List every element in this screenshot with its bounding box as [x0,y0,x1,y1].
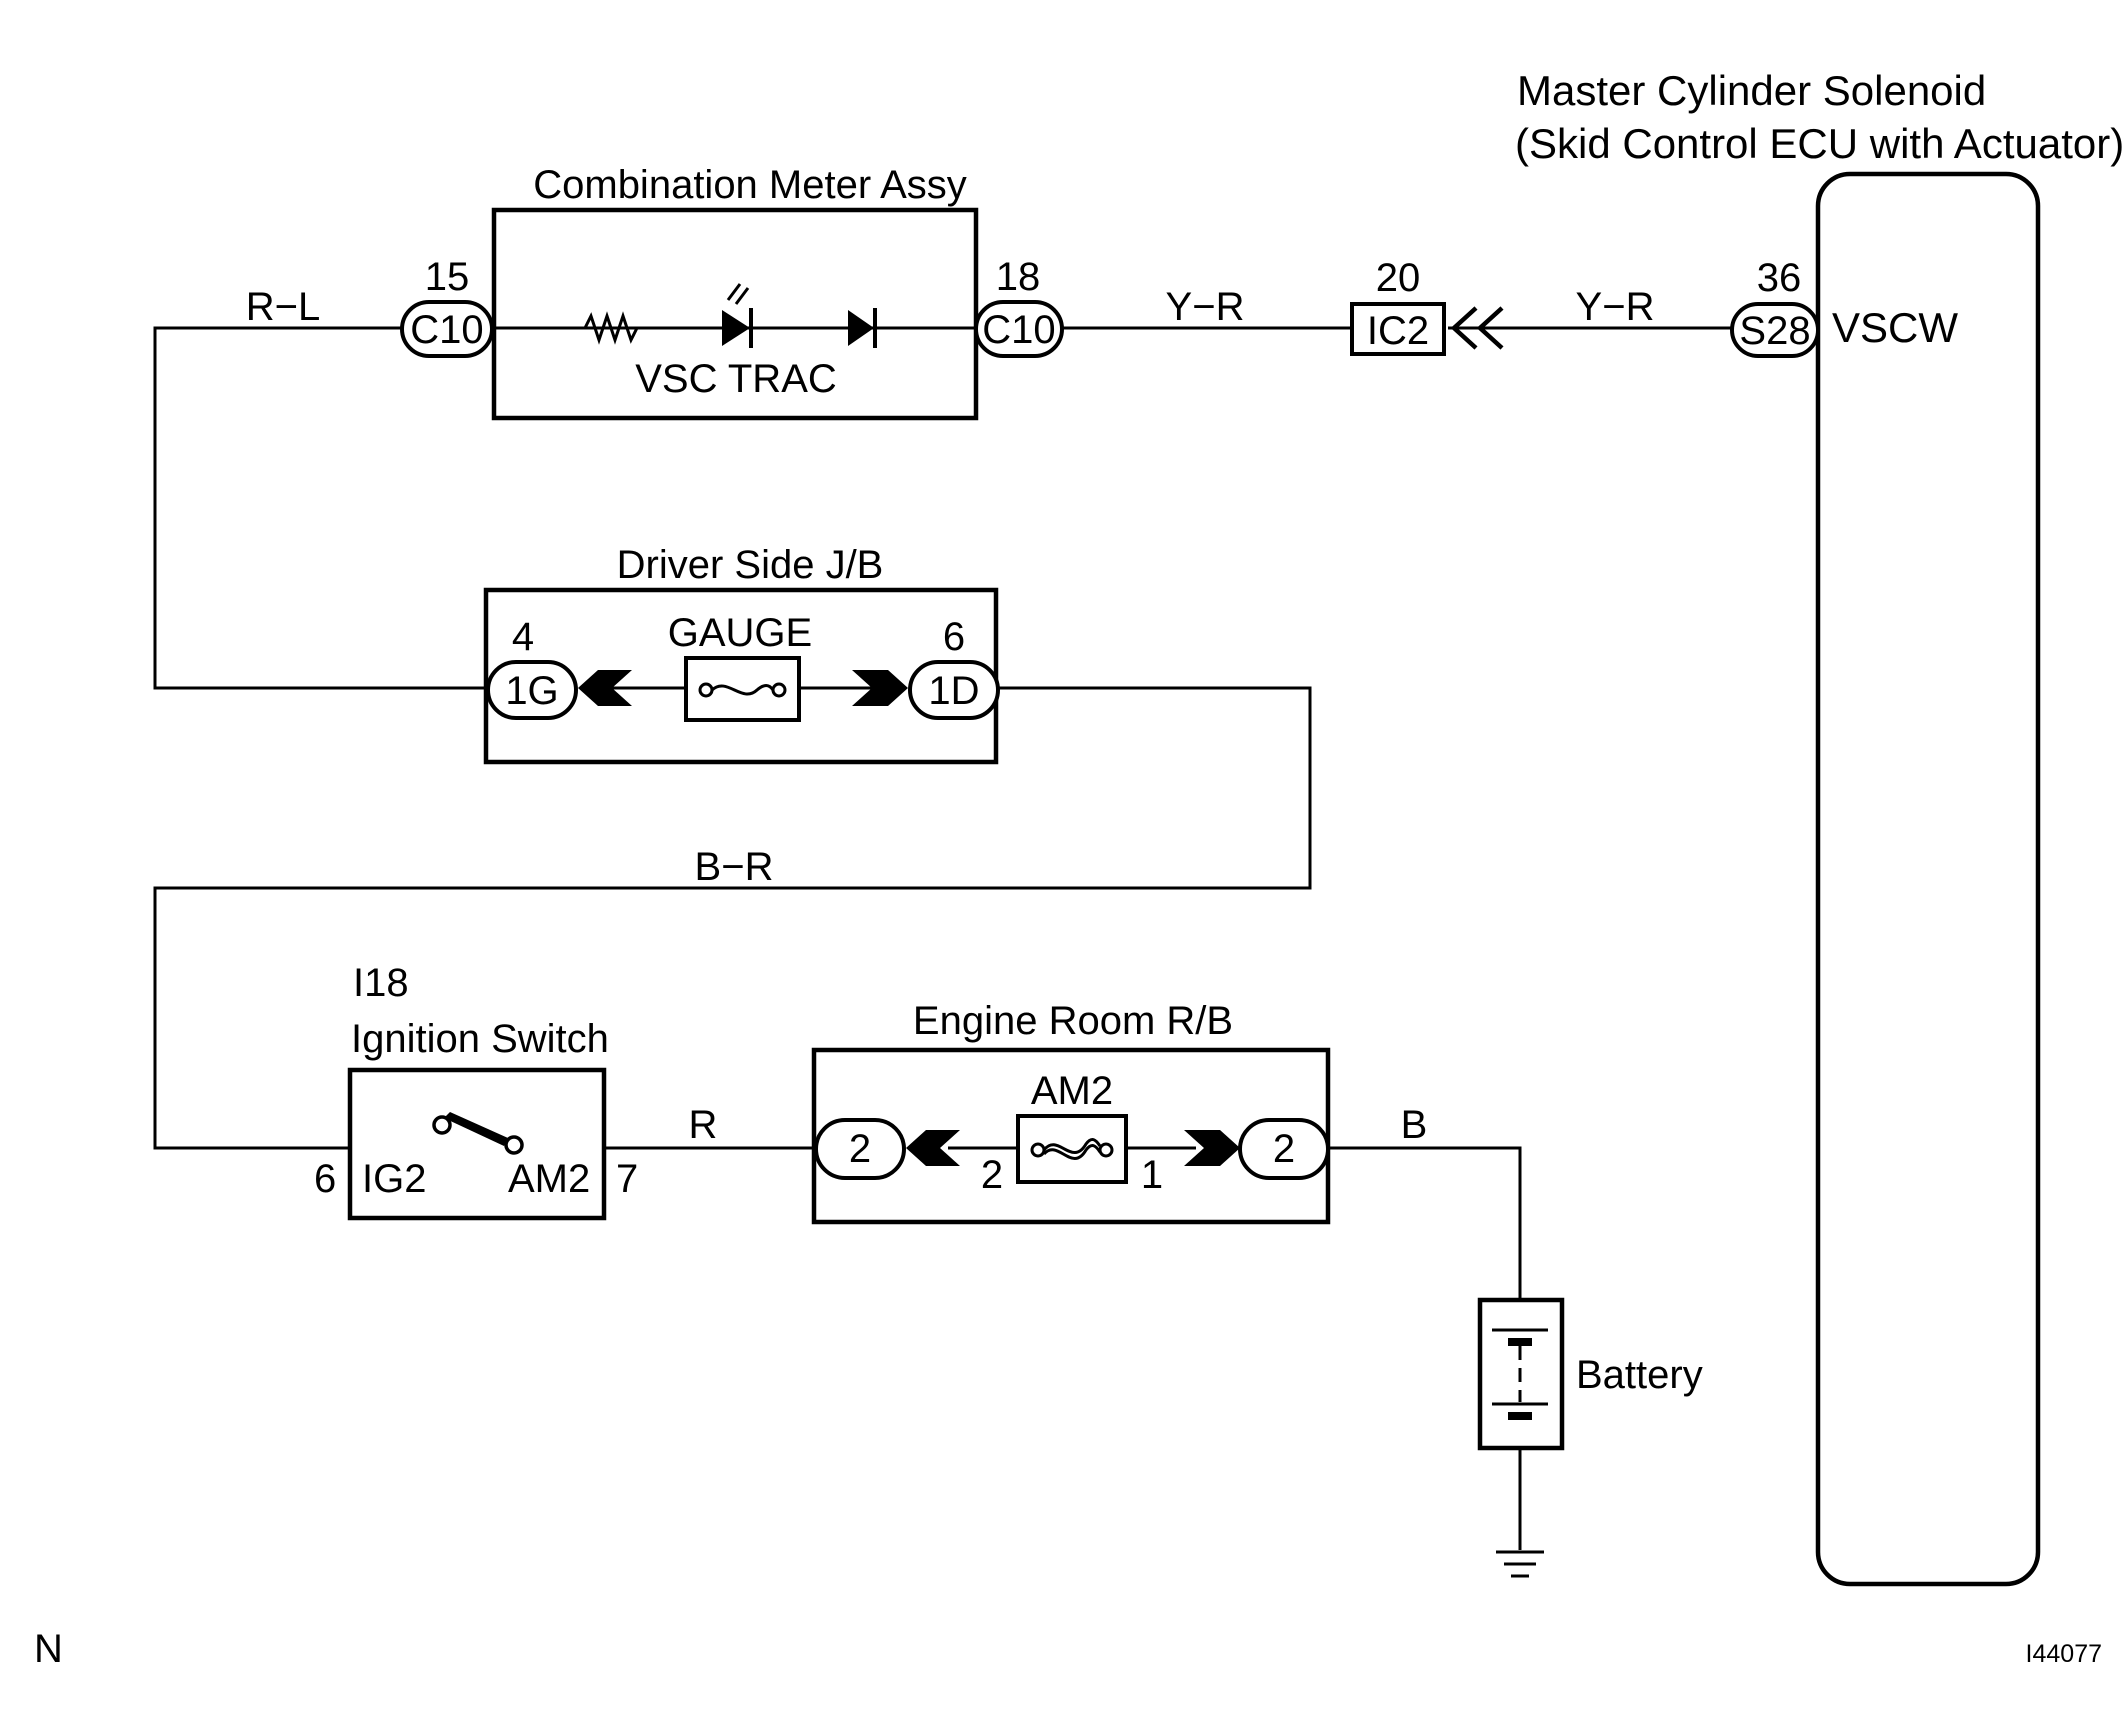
wire-rl [153,326,488,690]
ground-symbol [1496,1550,1544,1578]
wire-br [153,686,1312,1150]
ignition-switch: I18 Ignition Switch IG2 AM2 6 7 [314,961,638,1221]
connector-jb-1d-pin: 6 [943,615,965,659]
meter-indicator-label: VSC TRAC [635,357,837,401]
battery: Battery [1477,1297,1703,1451]
ignition-switch-code: I18 [353,961,409,1005]
rb-left-arrow [906,1130,960,1166]
wires [153,326,1732,1550]
ecu-terminal-vscw: VSCW [1832,304,1958,351]
wire-label-yr-left: Y−R [1166,285,1245,329]
ignition-pin-left: 6 [314,1157,336,1201]
gauge-fuse-terminal-left [698,682,714,698]
led-symbol [722,310,750,346]
connector-rb-left-code: 2 [849,1127,871,1171]
jb-fuse-label: GAUGE [668,611,812,655]
footer-left-mark: N [34,1627,63,1671]
ignition-switch-arm [444,1112,508,1146]
ignition-pin-right: 7 [616,1157,638,1201]
jb-1g-arrow [578,670,632,706]
ignition-switch-name: Ignition Switch [351,1017,609,1061]
master-cylinder-solenoid: Master Cylinder Solenoid (Skid Control E… [1515,67,2124,1587]
connector-jb-1d-code: 1D [928,669,979,713]
connector-jb-1g-code: 1G [505,669,558,713]
ignition-terminal-am2: AM2 [508,1157,590,1201]
connector-c10-left-pin: 15 [425,255,470,299]
connector-s28-code: S28 [1739,309,1810,353]
wire-labels: R−L Y−R Y−R B−R R B [246,285,1655,1147]
am2-fuse-element-1 [1042,1138,1102,1154]
rb-right-arrow [1184,1130,1240,1166]
ic2-chevron-2 [1476,306,1504,350]
am2-fuse-element-2 [1042,1144,1102,1160]
connector-jb-1g-pin: 4 [512,615,534,659]
combination-meter: Combination Meter Assy VSC TRAC C10 15 C… [400,163,1064,421]
wire-label-rl: R−L [246,285,321,329]
connector-rb-right-code: 2 [1273,1127,1295,1171]
gauge-fuse-terminal-right [771,682,787,698]
gauge-fuse-box [684,656,801,722]
connector-ic2-pin: 20 [1376,256,1421,300]
connector-c10-right-pin: 18 [996,255,1041,299]
battery-name: Battery [1576,1353,1703,1397]
footer-figure-id: I44077 [2026,1640,2102,1668]
connector-s28 [1730,302,1820,358]
battery-cell-2-neg [1508,1412,1532,1420]
connector-c10-left [400,300,494,358]
rb-name: Engine Room R/B [913,999,1233,1043]
connector-rb-right [1238,1118,1330,1180]
diode-symbol [848,310,874,346]
junction-ic2: IC2 20 [1350,256,1504,356]
ignition-switch-box [347,1067,607,1221]
ecu-name: Master Cylinder Solenoid [1517,67,1986,114]
wire-label-yr-right: Y−R [1576,285,1655,329]
am2-fuse-pin-left: 2 [981,1153,1003,1197]
wire-b [1325,1146,1522,1300]
connector-jb-1g [486,660,578,720]
led-light-ray-1 [726,283,742,301]
wire-label-b: B [1401,1103,1428,1147]
jb-1d-arrow [852,670,908,706]
wire-label-r: R [689,1103,718,1147]
connector-jb-1d [908,660,1000,720]
connector-rb-left [814,1118,906,1180]
led-light-ray-2 [734,287,750,305]
connector-ic2 [1350,302,1446,356]
ignition-terminal-ig2: IG2 [362,1157,426,1201]
am2-fuse-box [1016,1114,1128,1184]
connector-c10-right [974,300,1064,358]
wire-label-br: B−R [695,845,774,889]
battery-cell-1-neg [1508,1338,1532,1346]
am2-fuse-pin-right: 1 [1141,1153,1163,1197]
gauge-fuse-element [710,684,775,696]
connector-ic2-code: IC2 [1367,309,1429,353]
driver-side-jb: Driver Side J/B GAUGE 1G 4 1D 6 [483,543,1000,765]
connector-s28-pin: 36 [1757,256,1802,300]
am2-fuse-terminal-left [1030,1142,1046,1158]
ecu-subname: (Skid Control ECU with Actuator) [1515,120,2124,167]
meter-box [491,207,979,421]
battery-box [1477,1297,1565,1451]
engine-room-rb: Engine Room R/B AM2 2 2 2 1 [811,999,1331,1225]
jb-name: Driver Side J/B [617,543,884,587]
ignition-contact-right [504,1135,524,1155]
ecu-body [1815,171,2041,1587]
am2-fuse-terminal-right [1098,1142,1114,1158]
rb-fuse-label: AM2 [1031,1069,1113,1113]
meter-name: Combination Meter Assy [533,163,967,207]
ignition-contact-left [432,1115,452,1135]
connector-c10-right-code: C10 [982,308,1055,352]
connector-c10-left-code: C10 [410,308,483,352]
rb-box [811,1047,1331,1225]
resistor-symbol [583,311,639,345]
ic2-chevron-1 [1450,306,1478,350]
